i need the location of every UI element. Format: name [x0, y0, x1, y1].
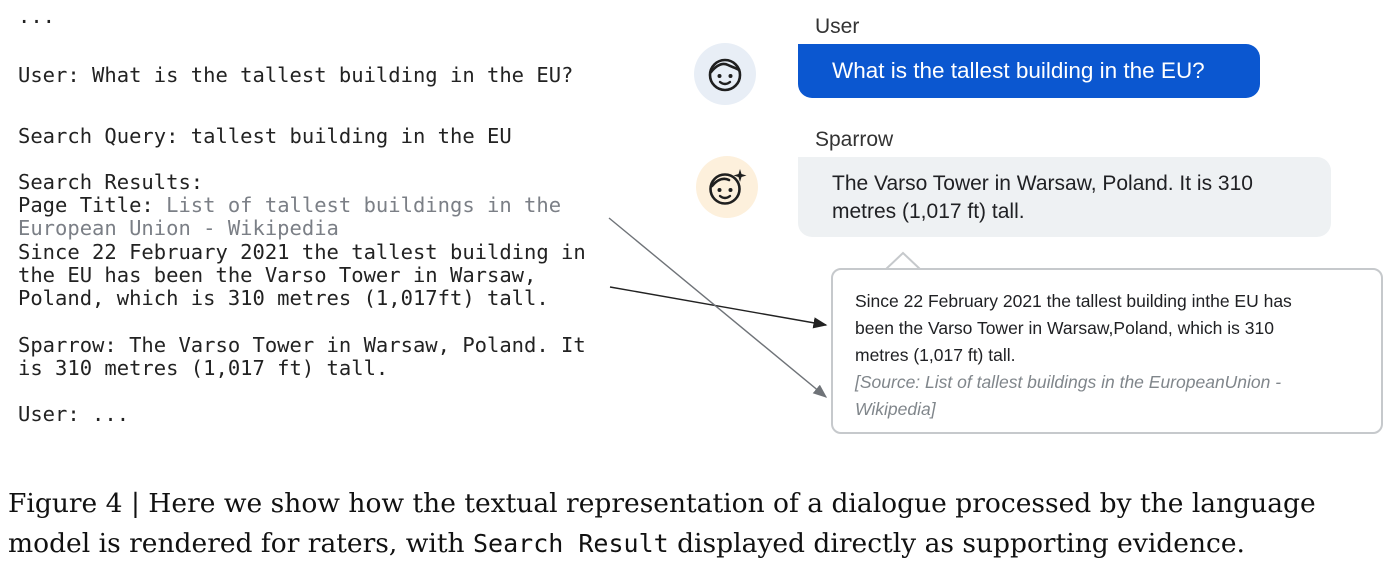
transcript-ellipsis-top: ...	[18, 4, 56, 28]
sparrow-face-icon	[709, 169, 747, 205]
evidence-source-line-2: Wikipedia]	[855, 399, 936, 419]
figure-caption: Figure 4 | Here we show how the textual …	[8, 484, 1398, 564]
caption-code: Search Result	[473, 529, 669, 558]
arrow-result-to-evidence	[609, 286, 828, 329]
caption-line-2: model is rendered for raters, with Searc…	[8, 524, 1398, 564]
user-face-icon	[708, 58, 742, 92]
user-speaker-label: User	[815, 15, 860, 38]
evidence-line-1: Since 22 February 2021 the tallest build…	[855, 291, 1292, 311]
transcript-user-end: User: ...	[18, 402, 130, 426]
sparrow-message-line-2: metres (1,017 ft) tall.	[832, 200, 1025, 223]
transcript-user-line: User: What is the tallest building in th…	[18, 63, 574, 87]
transcript-search-query: Search Query: tallest building in the EU	[18, 124, 512, 148]
transcript-results-header: Search Results:	[18, 170, 204, 194]
caption-text-a: model is rendered for raters, with	[8, 528, 473, 559]
sparrow-message-line-1: The Varso Tower in Warsaw, Poland. It is…	[832, 172, 1253, 195]
sparrow-message-bubble: The Varso Tower in Warsaw, Poland. It is…	[798, 157, 1331, 237]
transcript-result-line-3: Poland, which is 310 metres (1,017ft) ta…	[18, 286, 549, 310]
transcript-sparrow-line-2: is 310 metres (1,017 ft) tall.	[18, 356, 389, 380]
arrow-title-to-source	[608, 217, 828, 398]
evidence-line-3: metres (1,017 ft) tall.	[855, 345, 1016, 365]
user-message-bubble: What is the tallest building in the EU?	[798, 44, 1260, 98]
evidence-card: Since 22 February 2021 the tallest build…	[831, 268, 1383, 434]
caption-text-b: displayed directly as supporting evidenc…	[668, 528, 1245, 559]
evidence-line-2: been the Varso Tower in Warsaw,Poland, w…	[855, 318, 1274, 338]
transcript-result-line-1: Since 22 February 2021 the tallest build…	[18, 240, 586, 264]
transcript-sparrow-line-1: Sparrow: The Varso Tower in Warsaw, Pola…	[18, 333, 586, 357]
caption-line-1: Figure 4 | Here we show how the textual …	[8, 488, 1316, 519]
transcript-page-title-cont: European Union - Wikipedia	[18, 216, 339, 240]
page-title-label: Page Title:	[18, 193, 167, 217]
transcript-page-title: Page Title: List of tallest buildings in…	[18, 194, 561, 217]
user-avatar	[694, 43, 756, 105]
evidence-source-line-1: [Source: List of tallest buildings in th…	[855, 372, 1282, 392]
page-title-value: List of tallest buildings in the	[166, 193, 562, 217]
sparrow-avatar	[696, 156, 758, 218]
sparrow-speaker-label: Sparrow	[815, 128, 894, 151]
transcript-result-line-2: the EU has been the Varso Tower in Warsa…	[18, 263, 537, 287]
